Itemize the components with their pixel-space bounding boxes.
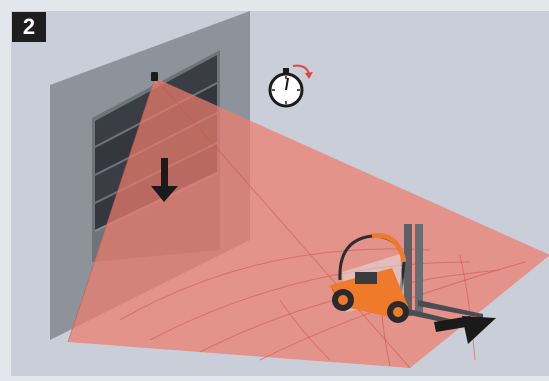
motion-sensor-icon	[151, 72, 158, 81]
step-number-badge: 2	[12, 12, 46, 42]
sensor-detection-field	[68, 78, 549, 368]
stopwatch-icon	[268, 64, 313, 108]
arrow-down-icon	[151, 158, 178, 202]
arrow-right-icon	[434, 316, 496, 344]
